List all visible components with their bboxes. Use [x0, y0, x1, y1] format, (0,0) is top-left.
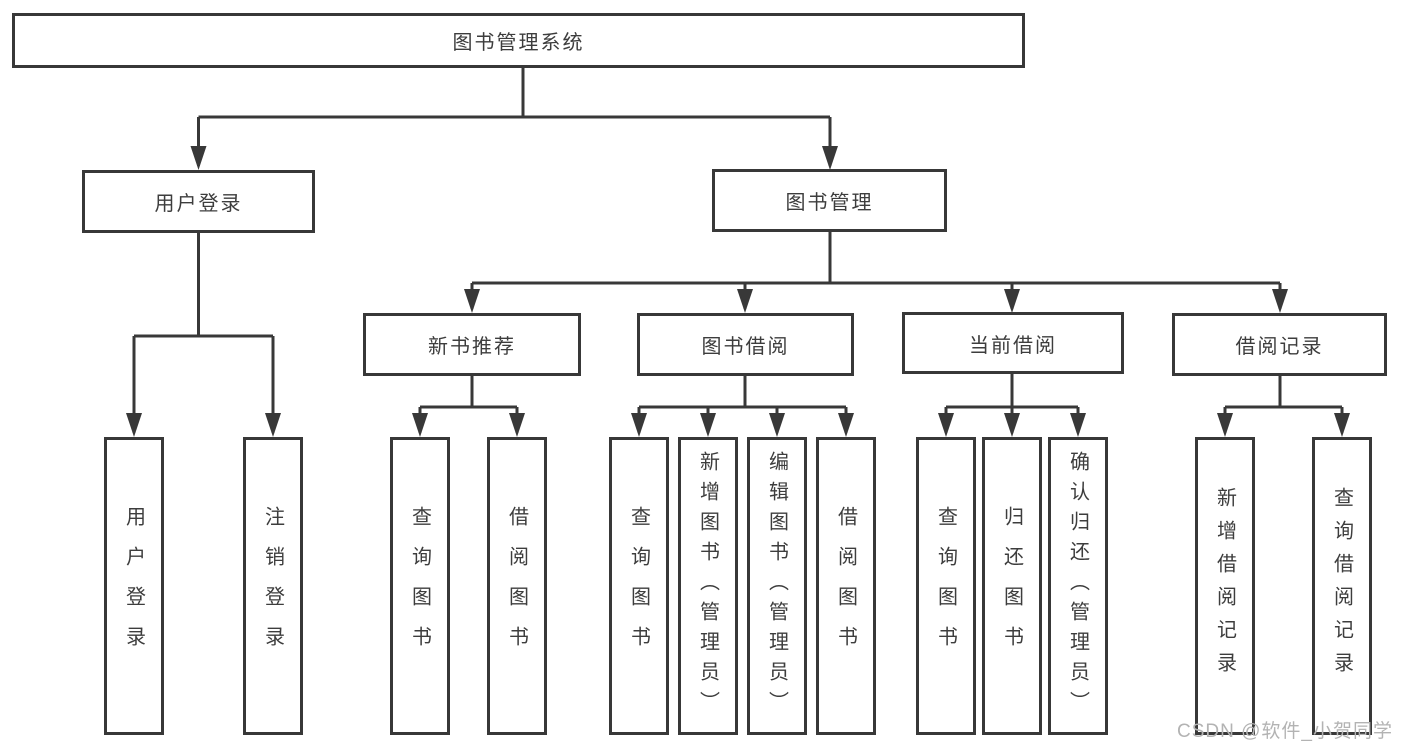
- arrowhead: [938, 413, 954, 437]
- arrowhead: [1334, 413, 1350, 437]
- leaf-current-query-books: 查询图书: [916, 437, 976, 735]
- leaf-current-return-books: 归还图书: [982, 437, 1042, 735]
- leaf-newrec-borrow-books: 借阅图书: [487, 437, 547, 735]
- arrowhead: [1004, 413, 1020, 437]
- node-book-management: 图书管理: [712, 169, 947, 232]
- watermark: CSDN @软件_小贺同学: [1177, 721, 1393, 742]
- arrowhead: [464, 289, 480, 313]
- arrowhead: [1070, 413, 1086, 437]
- leaf-borrow-query-books: 查询图书: [609, 437, 669, 735]
- node-current-borrow: 当前借阅: [902, 312, 1124, 374]
- arrowhead: [769, 413, 785, 437]
- node-book-borrow: 图书借阅: [637, 313, 854, 376]
- leaf-newrec-query-books: 查询图书: [390, 437, 450, 735]
- arrowhead: [737, 289, 753, 313]
- arrowhead: [1217, 413, 1233, 437]
- arrowhead: [822, 146, 838, 170]
- arrowhead: [1272, 289, 1288, 313]
- arrowheads: [126, 146, 1350, 437]
- node-borrow-records: 借阅记录: [1172, 313, 1387, 376]
- node-new-book-recommend: 新书推荐: [363, 313, 581, 376]
- leaf-records-add-record: 新增借阅记录: [1195, 437, 1255, 735]
- leaf-borrow-add-books-admin: 新增图书（管理员）: [678, 437, 738, 735]
- node-user-login: 用户登录: [82, 170, 315, 233]
- leaf-records-query-record: 查询借阅记录: [1312, 437, 1372, 735]
- leaf-current-confirm-return-admin: 确认归还（管理员）: [1048, 437, 1108, 735]
- leaf-logout: 注销登录: [243, 437, 303, 735]
- arrowhead: [126, 413, 142, 437]
- arrowhead: [631, 413, 647, 437]
- arrowhead: [1004, 289, 1020, 313]
- leaf-user-login: 用户登录: [104, 437, 164, 735]
- arrowhead: [509, 413, 525, 437]
- leaf-borrow-edit-books-admin: 编辑图书（管理员）: [747, 437, 807, 735]
- arrowhead: [190, 146, 207, 170]
- node-root: 图书管理系统: [12, 13, 1025, 68]
- arrowhead: [412, 413, 428, 437]
- arrowhead: [265, 413, 281, 437]
- arrowhead: [838, 413, 854, 437]
- arrowhead: [700, 413, 716, 437]
- leaf-borrow-borrow-books: 借阅图书: [816, 437, 876, 735]
